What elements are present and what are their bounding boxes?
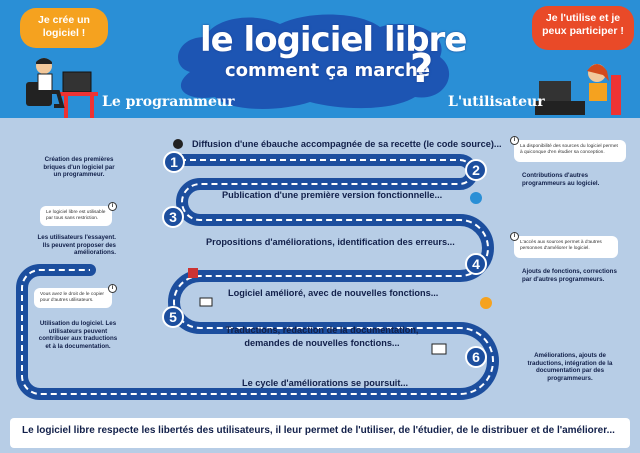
- info-icon: i: [108, 284, 117, 293]
- title-cloud: [178, 14, 450, 109]
- title-main: le logiciel libre: [200, 20, 467, 60]
- note-usable: Le logiciel libre est utilisable par tou…: [40, 206, 112, 226]
- user-illustration: [535, 64, 621, 115]
- speech-bubble-user: Je l'utilise et je peux participer !: [532, 6, 634, 50]
- step-number-4: 4: [465, 253, 487, 275]
- footer-text: Le logiciel libre respecte les libertés …: [22, 425, 615, 436]
- step-label-3: Propositions d'améliorations, identifica…: [206, 237, 455, 247]
- left-text-1: Création des premières briques d'un logi…: [43, 156, 115, 179]
- note-copy: Vous avez le droit de le copier pour d'a…: [34, 288, 112, 308]
- info-icon: i: [510, 232, 519, 241]
- left-text-2: Les utilisateurs l'essayent. Ils peuvent…: [37, 234, 116, 257]
- step-number-5: 5: [162, 306, 184, 328]
- speech-bubble-programmer: Je crée un logiciel !: [20, 8, 108, 48]
- step-icons: [173, 139, 492, 355]
- note-sources: La disponibilité des sources du logiciel…: [514, 140, 626, 162]
- left-text-3: Utilisation du logiciel. Les utilisateur…: [38, 320, 118, 350]
- step-label-2: Publication d'une première version fonct…: [222, 190, 443, 200]
- info-icon: i: [510, 136, 519, 145]
- step-number-6: 6: [465, 346, 487, 368]
- step-number-1: 1: [163, 151, 185, 173]
- step-label-1: Diffusion d'une ébauche accompagnée de s…: [192, 139, 502, 149]
- cycle-path: [16, 139, 499, 400]
- right-text-2: Ajouts de fonctions, corrections par d'a…: [522, 268, 617, 283]
- step-number-3: 3: [162, 206, 184, 228]
- step-label-6: Le cycle d'améliorations se poursuit...: [242, 378, 409, 388]
- role-programmer: Le programmeur: [102, 94, 235, 110]
- role-user: L'utilisateur: [448, 94, 545, 110]
- right-text-3: Améliorations, ajouts de traductions, in…: [527, 352, 613, 382]
- title-sub: comment ça marche: [225, 60, 430, 81]
- title-question-mark: ?: [410, 46, 434, 92]
- footer-box: [10, 418, 630, 448]
- programmer-illustration: [26, 58, 98, 118]
- info-icon: i: [108, 202, 117, 211]
- note-access: L'accès aux sources permet à d'autres pe…: [514, 236, 618, 258]
- step-label-4: Logiciel amélioré, avec de nouvelles fon…: [228, 288, 439, 298]
- step-number-2: 2: [465, 159, 487, 181]
- right-text-1: Contributions d'autres programmeurs au l…: [522, 172, 600, 187]
- step-label-5: Traductions, rédaction de la documentati…: [225, 325, 419, 348]
